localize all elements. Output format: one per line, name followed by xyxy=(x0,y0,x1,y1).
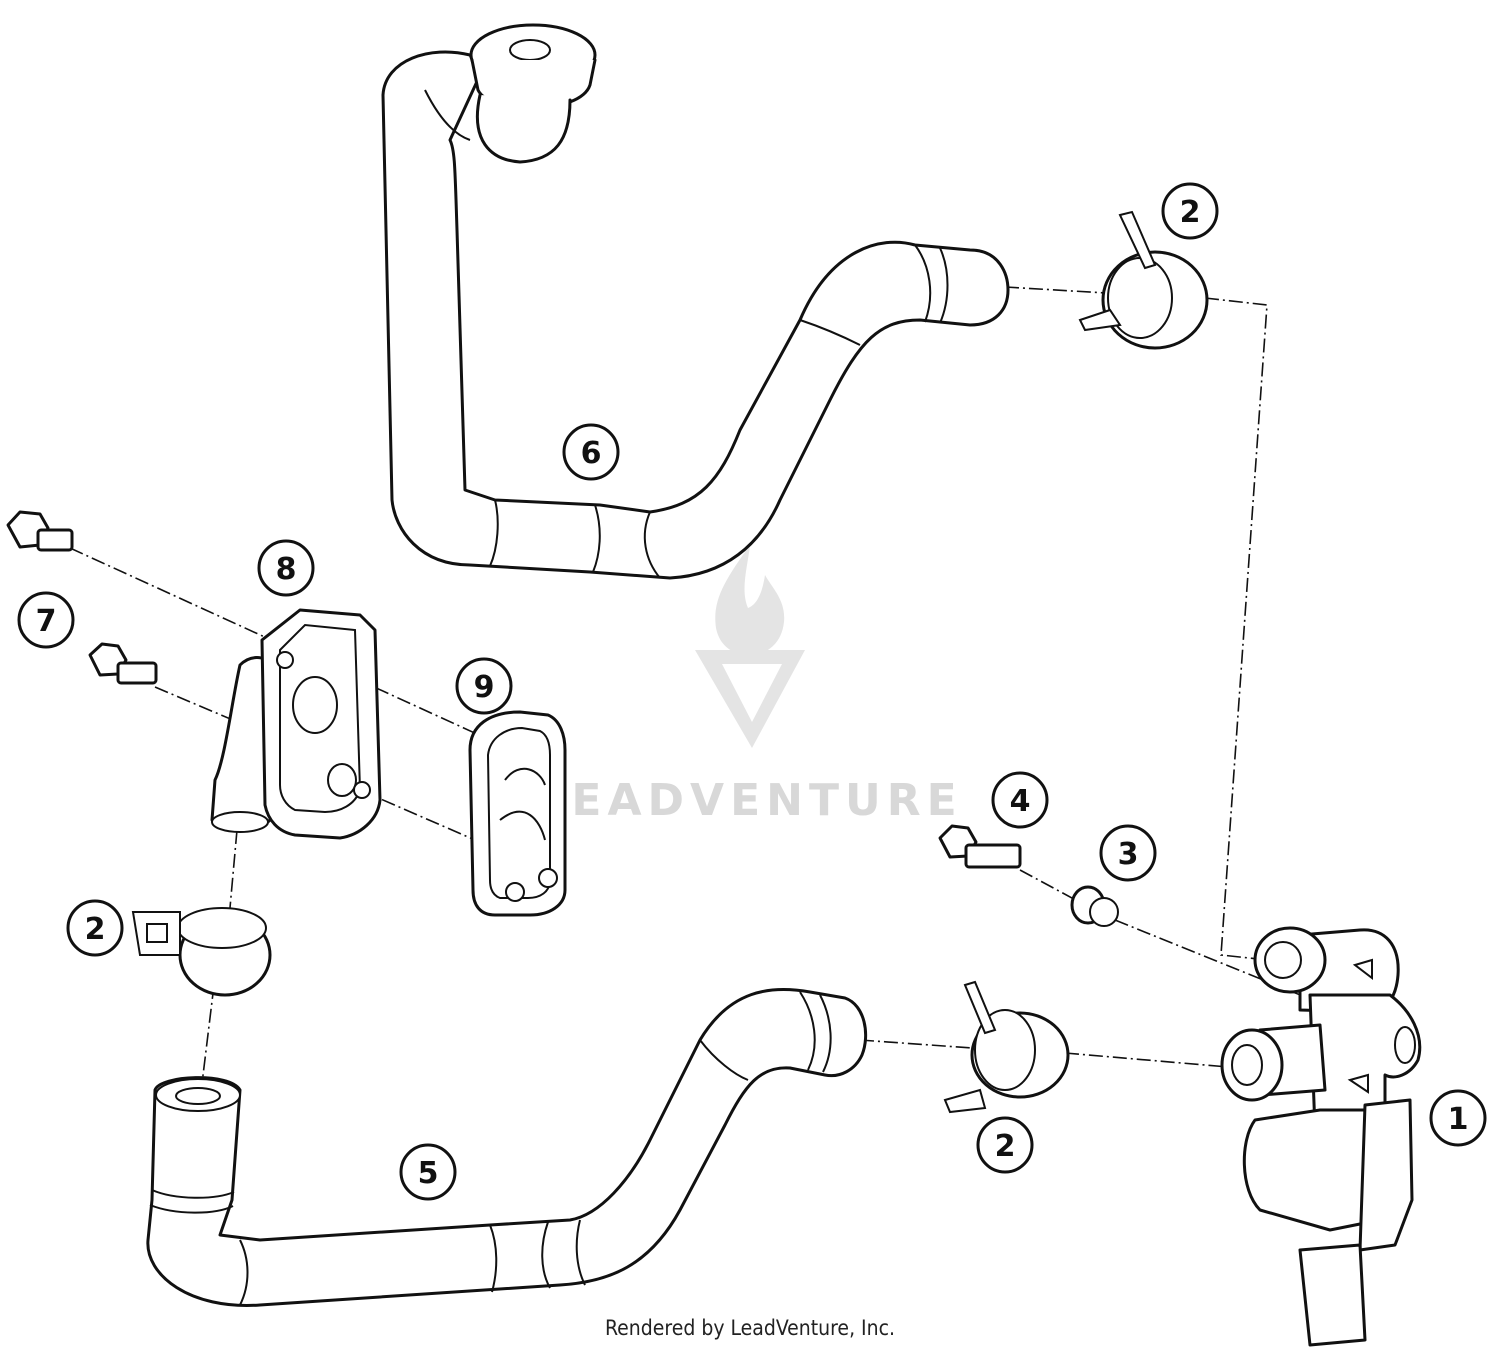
leader-bolt7-long xyxy=(69,547,491,741)
hose-5 xyxy=(146,988,868,1307)
leader-washer-to-valve xyxy=(1114,919,1321,1004)
callout-7: 7 xyxy=(17,591,75,649)
watermark-v-icon xyxy=(695,650,805,748)
callout-5: 5 xyxy=(399,1143,457,1201)
callout-4-label: 4 xyxy=(1010,784,1031,819)
hose-clamp-top xyxy=(1078,210,1209,350)
callout-7-label: 7 xyxy=(36,604,57,639)
hose-clamp-left xyxy=(131,907,272,997)
watermark-text: LEADVENTURE xyxy=(537,775,962,826)
callout-2-top-label: 2 xyxy=(1180,195,1201,230)
callout-5-label: 5 xyxy=(418,1156,439,1191)
callout-3: 3 xyxy=(1099,824,1157,882)
leader-clamp-to-valve-lower xyxy=(1064,1052,1241,1069)
callout-2-left: 2 xyxy=(66,899,124,957)
callout-9: 9 xyxy=(455,657,513,715)
footer-credit: Rendered by LeadVenture, Inc. xyxy=(605,1316,895,1340)
watermark: LEADVENTURE xyxy=(537,545,962,826)
hose-clamp-bottom xyxy=(943,980,1070,1114)
leader-clamp-to-valve-upper xyxy=(1204,297,1269,961)
leader-bolt7-short xyxy=(154,686,281,741)
callout-8-label: 8 xyxy=(276,552,297,587)
callout-1: 1 xyxy=(1429,1089,1487,1147)
valve-assembly-1 xyxy=(1220,926,1422,1347)
callout-3-label: 3 xyxy=(1118,837,1139,872)
bolt-7-lower xyxy=(88,642,158,685)
callout-2-left-label: 2 xyxy=(85,912,106,947)
housing-8 xyxy=(210,608,382,840)
leader-hose6-to-clamp xyxy=(1004,286,1141,296)
callout-6-label: 6 xyxy=(581,436,602,471)
bolt-7-upper xyxy=(6,510,74,552)
leader-cover-to-9 xyxy=(359,789,476,841)
leader-lines xyxy=(69,286,1321,1101)
callout-1-label: 1 xyxy=(1448,1102,1469,1137)
callout-2-top: 2 xyxy=(1161,182,1219,240)
callout-2-bottom: 2 xyxy=(976,1116,1034,1174)
cover-9 xyxy=(468,710,567,917)
hose-6 xyxy=(381,23,1010,580)
callout-2-bottom-label: 2 xyxy=(995,1129,1016,1164)
callout-9-label: 9 xyxy=(474,670,495,705)
callout-4: 4 xyxy=(991,771,1049,829)
washer-3 xyxy=(1070,885,1119,927)
watermark-flame-icon xyxy=(715,545,785,655)
callout-6: 6 xyxy=(562,423,620,481)
bolt-4 xyxy=(938,824,1022,869)
callout-8: 8 xyxy=(257,539,315,597)
